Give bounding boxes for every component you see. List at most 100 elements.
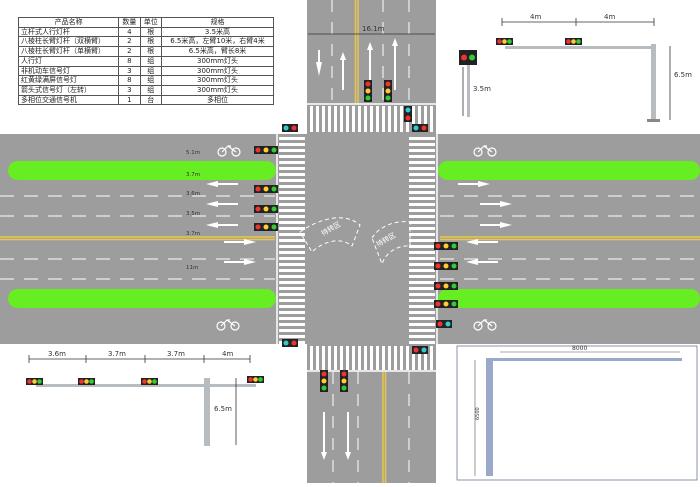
table-cell: 组 xyxy=(139,84,162,96)
crosswalk-stripe xyxy=(340,106,343,132)
bicycle-icons xyxy=(216,145,497,331)
traffic-light-icon xyxy=(340,370,348,392)
road-arrows xyxy=(206,38,512,460)
ped-pole-shaft xyxy=(467,65,470,117)
lane-width-6: 11m xyxy=(186,265,198,271)
crosswalk-stripe xyxy=(279,281,305,284)
crosswalk-stripe xyxy=(409,209,435,212)
crosswalk-stripe xyxy=(328,106,331,132)
crosswalk-stripe xyxy=(409,191,435,194)
bottom-arm-3: 3.7m xyxy=(167,350,185,358)
crosswalk-stripe xyxy=(406,346,409,370)
crosswalk-stripe xyxy=(409,323,435,326)
crosswalk-stripe xyxy=(409,179,435,182)
left-turn-waiting-zone-right xyxy=(371,221,411,266)
traffic-light-icon xyxy=(254,205,278,213)
crosswalk-stripe xyxy=(409,239,435,242)
crosswalk-stripe xyxy=(279,323,305,326)
crosswalk-stripe xyxy=(409,203,435,206)
crosswalk-stripe xyxy=(279,329,305,332)
crosswalk-stripe xyxy=(382,346,385,370)
table-cell: 3.5米高 xyxy=(160,26,275,38)
crosswalk-stripe xyxy=(310,346,313,370)
traffic-light-icon xyxy=(364,80,372,102)
table-cell: 根 xyxy=(139,36,162,48)
crosswalk-stripe xyxy=(424,346,427,370)
crosswalk-stripe xyxy=(279,287,305,290)
crosswalk-stripe xyxy=(279,293,305,296)
blueprint-height: 6500 xyxy=(475,407,481,420)
bottom-arm-4: 4m xyxy=(222,350,233,358)
traffic-light-icon xyxy=(496,38,513,45)
pedestrian-pole-elevation: 3.5m xyxy=(459,50,491,117)
crosswalk-stripe xyxy=(310,106,313,132)
crosswalk-stripe xyxy=(279,149,305,152)
crosswalk-stripe xyxy=(279,161,305,164)
crosswalk-stripe xyxy=(370,346,373,370)
crosswalk-stripe xyxy=(409,155,435,158)
bicycle-icon xyxy=(473,319,497,331)
crosswalk-stripe xyxy=(409,173,435,176)
green-island-bottom-left xyxy=(8,289,276,308)
crosswalk-stripe xyxy=(279,263,305,266)
green-island-top-right xyxy=(438,161,700,180)
traffic-light-icon xyxy=(434,282,458,290)
crosswalk-stripe xyxy=(409,245,435,248)
table-cell: 组 xyxy=(139,55,162,67)
crosswalk-stripe xyxy=(279,209,305,212)
lane-width-4: 3.5m xyxy=(186,211,200,217)
h-lane-lines xyxy=(0,195,700,280)
top-pole-height: 6.5m xyxy=(674,71,692,79)
crosswalk-stripe xyxy=(279,227,305,230)
pedestrian-light-icon xyxy=(282,339,298,347)
crosswalk-stripe xyxy=(322,346,325,370)
table-cell: 2 xyxy=(118,36,141,48)
table-cell: 根 xyxy=(139,46,162,57)
table-cell: 非机动车信号灯 xyxy=(17,65,120,77)
bottom-arm-1: 3.6m xyxy=(48,350,66,358)
pole-shaft xyxy=(651,44,656,121)
crosswalk-stripe xyxy=(409,281,435,284)
crosswalk-stripe xyxy=(279,185,305,188)
crosswalk-stripe xyxy=(279,173,305,176)
crosswalk-stripe xyxy=(409,233,435,236)
top-signal-pole-elevation: 4m 4m 6.5m xyxy=(496,13,692,122)
table-cell: 300mm灯头 xyxy=(160,55,275,67)
traffic-light-icon xyxy=(384,80,392,102)
lane-width-2: 3.7m xyxy=(186,172,200,178)
crosswalk-stripe xyxy=(400,346,403,370)
crosswalk-stripe xyxy=(394,346,397,370)
green-island-bottom-right xyxy=(438,289,700,308)
crosswalk-stripe xyxy=(279,335,305,338)
crosswalk-stripe xyxy=(279,143,305,146)
crosswalk-stripe xyxy=(409,269,435,272)
bicycle-icon xyxy=(217,145,241,157)
pole-arm xyxy=(505,46,655,49)
crosswalk-stripe xyxy=(340,346,343,370)
crosswalk-stripe xyxy=(370,106,373,132)
crosswalk-stripe xyxy=(409,215,435,218)
table-cell: 2 xyxy=(118,46,141,57)
crosswalk-stripe xyxy=(279,191,305,194)
crosswalk-stripe xyxy=(409,263,435,266)
traffic-light-icon xyxy=(434,262,458,270)
crosswalk-stripe xyxy=(409,161,435,164)
crosswalk-stripe xyxy=(409,221,435,224)
crosswalk-stripe xyxy=(358,106,361,132)
table-cell: 多相位 xyxy=(160,94,275,106)
traffic-light-icon xyxy=(78,378,95,385)
pedestrian-light-icon xyxy=(436,320,452,328)
pedestrian-light-icon xyxy=(412,346,428,354)
bottom-signal-pole-elevation: 3.6m 3.7m 3.7m 4m 6.5m xyxy=(26,350,264,446)
bottom-arm-2: 3.7m xyxy=(108,350,126,358)
crosswalk-stripe xyxy=(409,305,435,308)
header-unit: 单位 xyxy=(139,17,162,28)
ped-pole-height: 3.5m xyxy=(473,85,491,93)
crosswalk-stripe xyxy=(409,143,435,146)
pole-base xyxy=(647,119,660,122)
